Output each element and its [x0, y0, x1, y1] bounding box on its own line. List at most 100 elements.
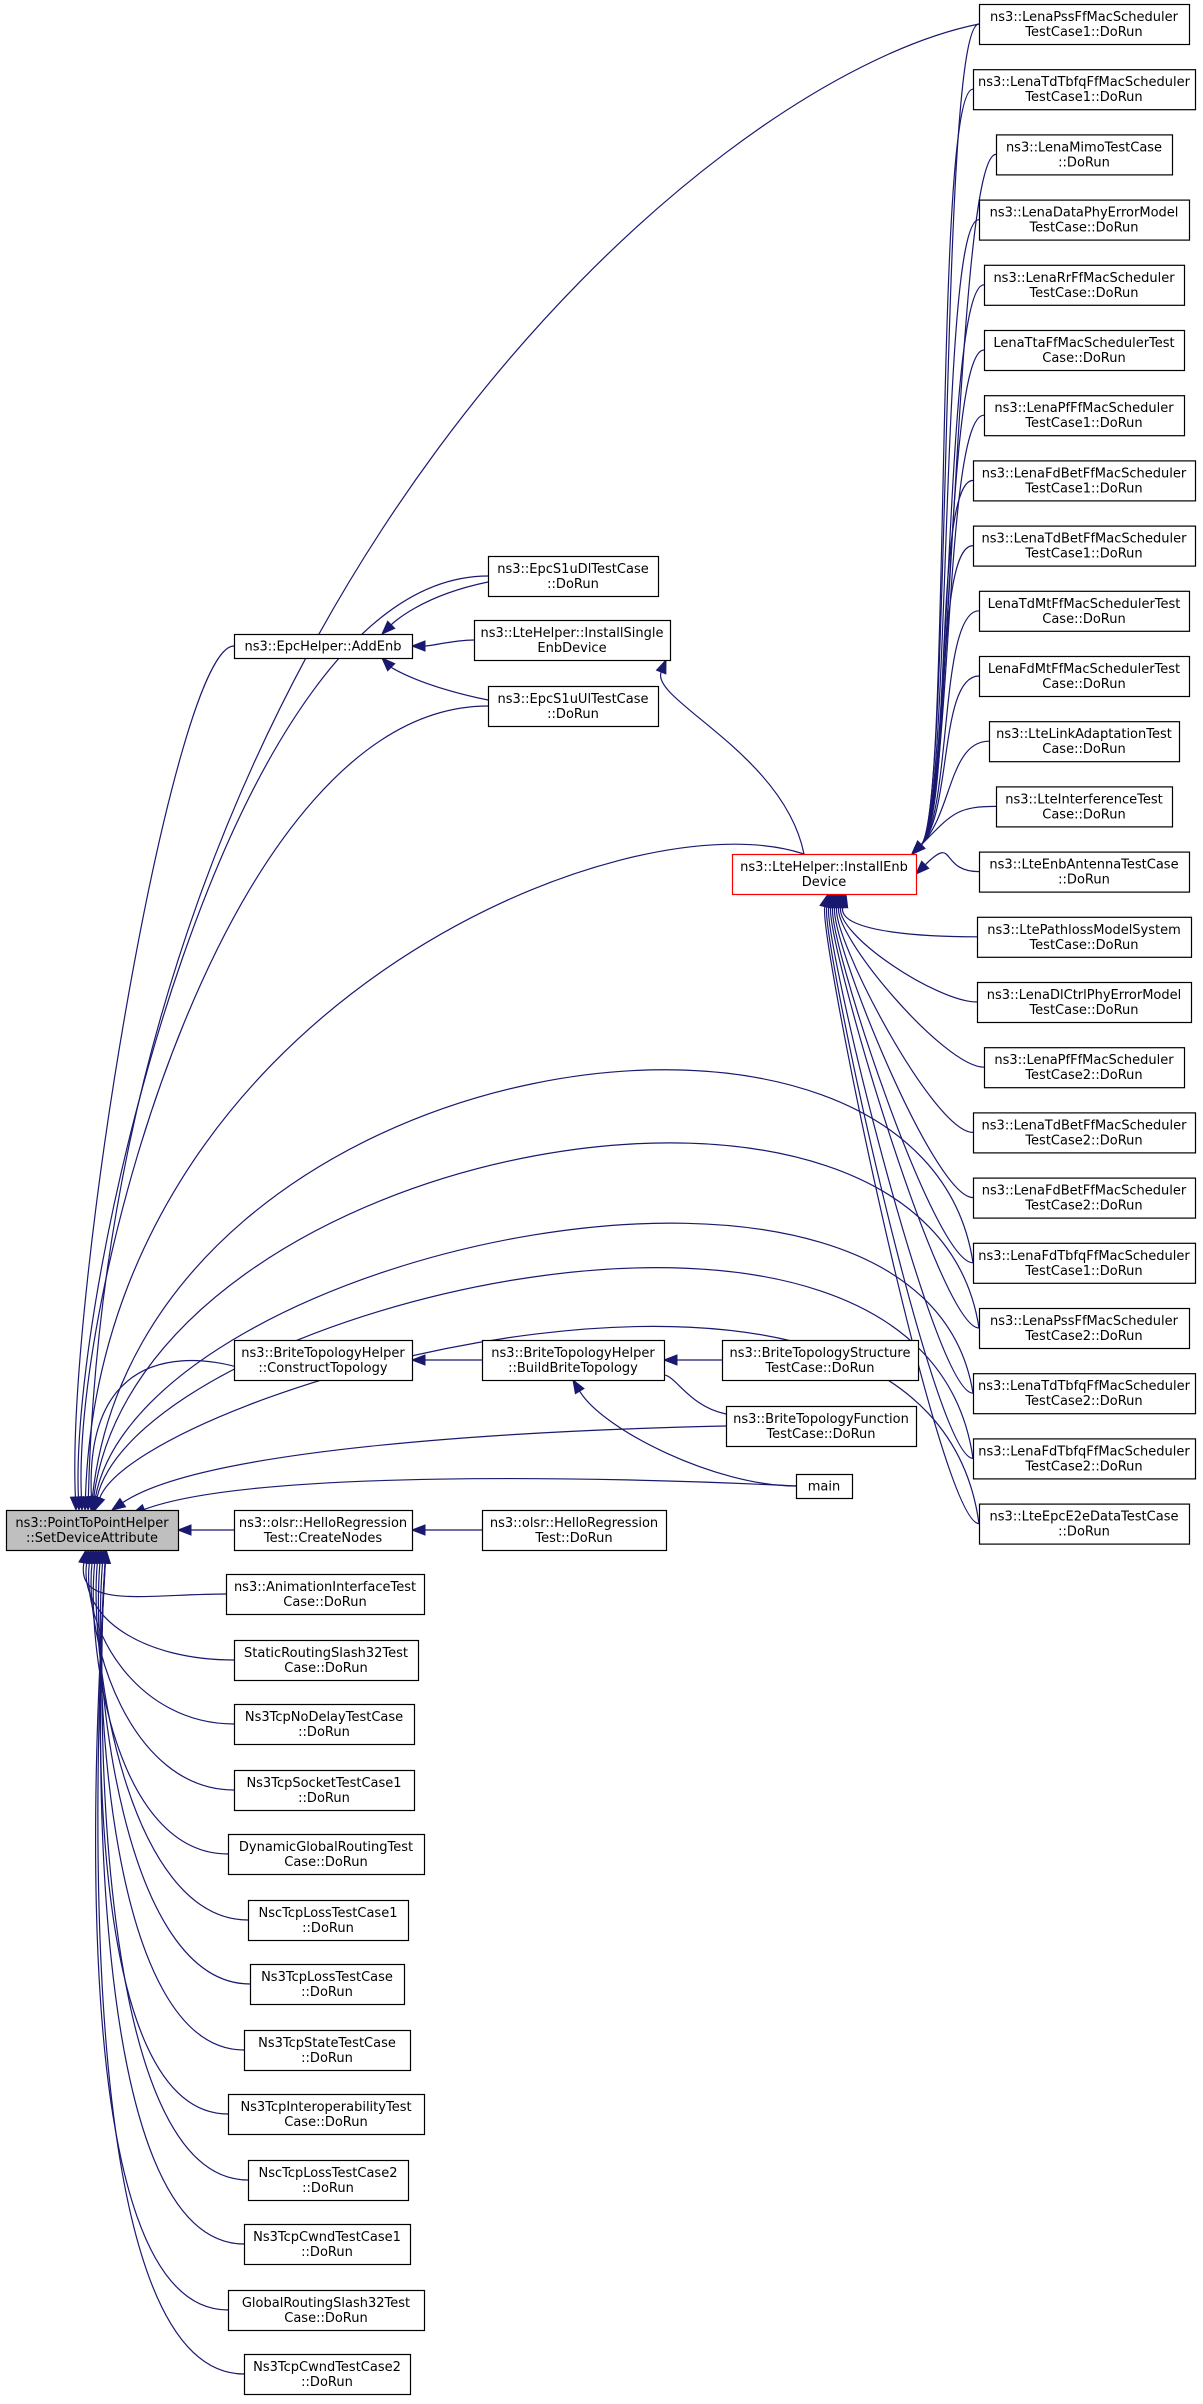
node-r-tdbet2[interactable]: ns3::LenaTdBetFfMacSchedulerTestCase2::D… [972, 1112, 1197, 1154]
node-box [233, 1639, 420, 1682]
node-label: main [808, 1480, 840, 1495]
node-label: StaticRoutingSlash32Test [244, 1646, 408, 1661]
node-ns3tcp-state[interactable]: Ns3TcpStateTestCase::DoRun [243, 2029, 412, 2072]
node-ns3tcp-cwnd1[interactable]: Ns3TcpCwndTestCase1::DoRun [243, 2223, 412, 2266]
node-r-mimo[interactable]: ns3::LenaMimoTestCase::DoRun [995, 134, 1174, 176]
node-olsr-create[interactable]: ns3::olsr::HelloRegressionTest::CreateNo… [233, 1509, 414, 1552]
edge-lte-install-enb-single [660, 671, 805, 855]
edge-epc-s1u-ul-addenb [390, 666, 489, 701]
node-label: Ns3TcpCwndTestCase2 [253, 2360, 401, 2375]
node-label: TestCase::DoRun [764, 1361, 874, 1376]
node-box [731, 853, 918, 896]
edge-static_routing [85, 1562, 235, 1661]
edge-epc-addenb [74, 645, 235, 1498]
node-nsctcp-loss2[interactable]: NscTcpLossTestCase2::DoRun [247, 2159, 410, 2202]
node-r-tdtbfq2[interactable]: ns3::LenaTdTbfqFfMacSchedulerTestCase2::… [972, 1373, 1197, 1415]
node-label: NscTcpLossTestCase1 [259, 1906, 398, 1921]
node-box [988, 721, 1181, 763]
node-brite-structure[interactable]: ns3::BriteTopologyStructureTestCase::DoR… [721, 1339, 920, 1382]
node-r-enbant[interactable]: ns3::LteEnbAntennaTestCase::DoRun [978, 851, 1191, 893]
edge-brite-structure-build-arrowhead [662, 1354, 678, 1366]
node-r-pf2[interactable]: ns3::LenaPfFfMacSchedulerTestCase2::DoRu… [983, 1047, 1186, 1089]
edge-r_fdtbfq1-root [91, 1069, 974, 1498]
node-r-fdtbfq2[interactable]: ns3::LenaFdTbfqFfMacSchedulerTestCase2::… [972, 1438, 1197, 1480]
node-ns3tcp-loss[interactable]: Ns3TcpLossTestCase::DoRun [249, 1963, 406, 2006]
node-box [225, 1573, 426, 1616]
node-label: Test::CreateNodes [263, 1531, 382, 1546]
node-label: ::DoRun [298, 1791, 350, 1806]
node-label: ns3::LenaTdBetFfMacScheduler [982, 532, 1188, 547]
node-label: Case::DoRun [284, 2311, 367, 2326]
node-box [249, 1963, 406, 2006]
node-label: Ns3TcpCwndTestCase1 [253, 2230, 401, 2245]
node-label: ns3::LenaPssFfMacScheduler [990, 10, 1179, 25]
edge-ns3tcp_loss [97, 1562, 251, 1985]
node-r-fdtbfq1[interactable]: ns3::LenaFdTbfqFfMacSchedulerTestCase1::… [972, 1242, 1197, 1284]
node-r-tdtbfq1[interactable]: ns3::LenaTdTbfqFfMacSchedulerTestCase1::… [972, 69, 1197, 111]
node-label: TestCase2::DoRun [1024, 1329, 1142, 1344]
edge-r_fdtbfq1-enb [832, 906, 974, 1264]
node-main[interactable]: main [795, 1473, 854, 1500]
node-label: ns3::BriteTopologyHelper [491, 1346, 655, 1361]
node-ns3tcp-nodelay[interactable]: Ns3TcpNoDelayTestCase::DoRun [233, 1703, 416, 1746]
edge-r_tdtbfq2-enb [827, 906, 974, 1394]
edge-r_fdtbfq2-root [96, 1267, 974, 1498]
node-ns3tcp-cwnd2[interactable]: Ns3TcpCwndTestCase2::DoRun [243, 2353, 412, 2396]
node-box [721, 1339, 920, 1382]
node-label: Ns3TcpInteroperabilityTest [240, 2100, 411, 2115]
node-box [227, 1833, 426, 1876]
node-box [247, 2159, 410, 2202]
node-root[interactable]: ns3::PointToPointHelper::SetDeviceAttrib… [5, 1509, 180, 1552]
node-brite-construct[interactable]: ns3::BriteTopologyHelper::ConstructTopol… [233, 1339, 414, 1382]
node-r-pathloss[interactable]: ns3::LtePathlossModelSystemTestCase::DoR… [976, 916, 1193, 958]
edge-r_tta-enb [920, 349, 985, 846]
node-label: ::DoRun [301, 1985, 353, 2000]
node-brite-build[interactable]: ns3::BriteTopologyHelper::BuildBriteTopo… [481, 1339, 666, 1382]
node-r-tdbet1[interactable]: ns3::LenaTdBetFfMacSchedulerTestCase1::D… [972, 525, 1197, 567]
node-label: ::SetDeviceAttribute [26, 1531, 158, 1546]
node-epc-addenb[interactable]: ns3::EpcHelper::AddEnb [233, 633, 414, 660]
node-r-fdbet2[interactable]: ns3::LenaFdBetFfMacSchedulerTestCase2::D… [972, 1177, 1197, 1219]
node-r-pss2[interactable]: ns3::LenaPssFfMacSchedulerTestCase2::DoR… [978, 1307, 1191, 1350]
node-r-dlctrl[interactable]: ns3::LenaDlCtrlPhyErrorModelTestCase::Do… [976, 981, 1193, 1024]
node-label: ns3::LenaFdBetFfMacScheduler [982, 466, 1187, 481]
edge-r_tdbet2-enb [836, 906, 974, 1133]
node-box [976, 916, 1193, 958]
node-nsctcp-loss1[interactable]: NscTcpLossTestCase1::DoRun [247, 1899, 410, 1942]
node-epc-s1u-ul[interactable]: ns3::EpcS1uUlTestCase::DoRun [487, 685, 660, 728]
edge-r_fdbet2-enb [834, 906, 974, 1199]
node-ns3tcp-socket1[interactable]: Ns3TcpSocketTestCase1::DoRun [233, 1769, 416, 1812]
node-label: Case::DoRun [1042, 612, 1125, 627]
node-label: Device [802, 875, 846, 890]
node-box [978, 199, 1191, 241]
node-epc-s1u-dl[interactable]: ns3::EpcS1uDlTestCase::DoRun [487, 555, 660, 598]
node-label: ::DoRun [547, 707, 599, 722]
node-brite-function[interactable]: ns3::BriteTopologyFunctionTestCase::DoRu… [725, 1405, 918, 1448]
node-r-dataphy[interactable]: ns3::LenaDataPhyErrorModelTestCase::DoRu… [978, 199, 1191, 241]
node-box [972, 1112, 1197, 1154]
edge-ns3tcp_interop [99, 1562, 229, 2115]
node-r-pf1[interactable]: ns3::LenaPfFfMacSchedulerTestCase1::DoRu… [983, 395, 1186, 437]
node-label: Case::DoRun [283, 1595, 366, 1610]
node-label: ::DoRun [298, 1725, 350, 1740]
node-r-e2e[interactable]: ns3::LteEpcE2eDataTestCase::DoRun [978, 1503, 1191, 1545]
node-box [972, 1242, 1197, 1284]
node-r-fdbet1[interactable]: ns3::LenaFdBetFfMacSchedulerTestCase1::D… [972, 460, 1197, 502]
node-label: ns3::BriteTopologyStructure [730, 1346, 911, 1361]
node-r-pss1[interactable]: ns3::LenaPssFfMacSchedulerTestCase1::DoR… [978, 3, 1191, 46]
node-box [233, 1703, 416, 1746]
